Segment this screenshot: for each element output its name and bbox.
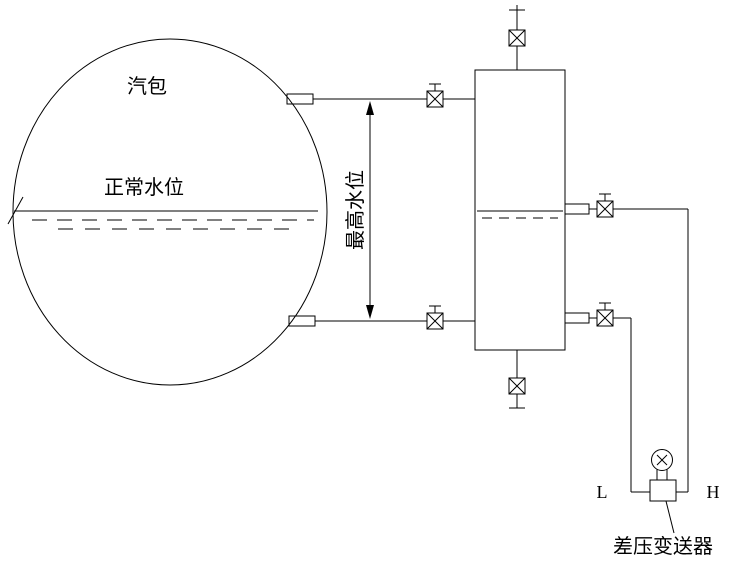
drum-label: 汽包 (127, 75, 167, 98)
top-impulse-valve-icon (426, 90, 444, 108)
transmitter-leader-line (665, 500, 675, 534)
high-side-label: H (707, 482, 720, 502)
upper-tap-valve-stem-icon (598, 193, 612, 202)
drum-bottom-tap-nozzle (288, 315, 316, 327)
transmitter-head-icon (651, 449, 673, 471)
vessel-lower-tap-nozzle (564, 312, 590, 324)
dp-transmitter-icon (649, 449, 677, 502)
drum-top-tap-nozzle (286, 93, 314, 105)
lower-tap-valve-icon (596, 309, 614, 327)
low-side-label: L (597, 482, 608, 502)
vessel-upper-tap-nozzle (564, 203, 590, 215)
upper-tap-valve-icon (596, 200, 614, 218)
lower-tap-valve-stem-icon (598, 302, 612, 311)
drain-valve-icon (508, 377, 526, 395)
dimension-arrow-up-icon (366, 101, 374, 115)
max-water-level-label: 最高水位 (344, 170, 367, 250)
vent-valve-icon (508, 29, 526, 47)
bottom-impulse-valve-stem-icon (428, 305, 442, 314)
bottom-impulse-valve-icon (426, 312, 444, 330)
transmitter-label: 差压变送器 (613, 535, 713, 558)
normal-water-level-label: 正常水位 (104, 176, 184, 199)
transmitter-body (649, 479, 677, 502)
transmitter-head-cross-2 (656, 454, 668, 466)
top-impulse-valve-stem-icon (428, 83, 442, 92)
steam-drum-shell (12, 38, 328, 386)
dimension-arrow-down-icon (366, 305, 374, 319)
balance-vessel (474, 69, 566, 351)
